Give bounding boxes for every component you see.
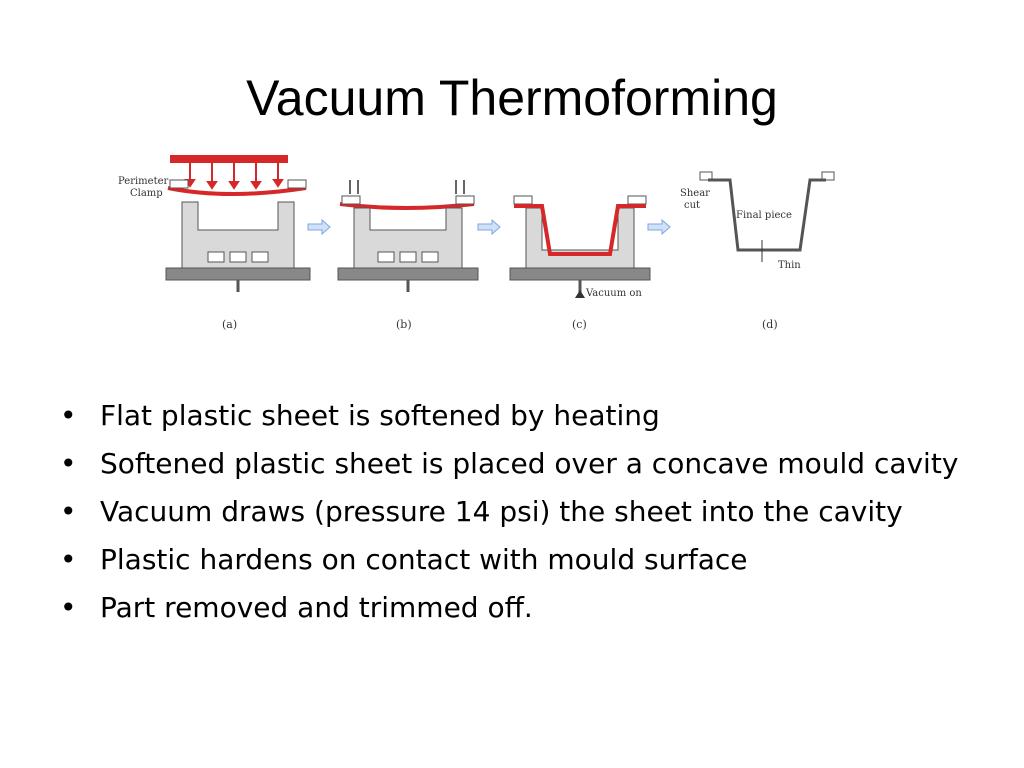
label-perimeter: Perimeter — [118, 176, 169, 187]
plastic-sheet-formed — [514, 204, 646, 256]
panel-d: Shear cut Final piece Thin (d) — [680, 171, 835, 331]
panel-label-b: (b) — [396, 318, 412, 331]
final-piece-shape — [708, 178, 826, 252]
bullet-text: Plastic hardens on contact with mould su… — [100, 543, 748, 576]
bullet-text: Vacuum draws (pressure 14 psi) the sheet… — [100, 495, 903, 528]
bullet-text: Part removed and trimmed off. — [100, 591, 533, 624]
bullet-item: • Softened plastic sheet is placed over … — [60, 444, 960, 484]
plastic-sheet — [167, 186, 307, 196]
step-arrow-1 — [307, 218, 331, 236]
bullet-dot: • — [60, 591, 77, 624]
heat-arrows — [184, 163, 284, 190]
label-vacuum-on: Vacuum on — [585, 288, 642, 299]
bullet-item: • Part removed and trimmed off. — [60, 588, 960, 628]
panel-a: Perimeter Clamp (a) — [118, 155, 311, 331]
diagram-svg: Perimeter Clamp (a) (b) — [118, 155, 835, 331]
bullet-dot: • — [60, 495, 77, 528]
heater-bar — [170, 155, 288, 163]
bullet-text: Softened plastic sheet is placed over a … — [100, 447, 959, 480]
clamp-left — [169, 179, 189, 189]
clamp-right — [287, 179, 307, 189]
bullet-item: • Flat plastic sheet is softened by heat… — [60, 396, 960, 436]
panel-label-c: (c) — [572, 318, 587, 331]
label-cut: cut — [684, 200, 700, 211]
label-final-piece: Final piece — [736, 210, 792, 221]
bullet-item: • Vacuum draws (pressure 14 psi) the she… — [60, 492, 960, 532]
plastic-sheet-b — [339, 202, 475, 210]
panel-b: (b) — [337, 180, 479, 331]
label-clamp: Clamp — [130, 188, 163, 199]
bullet-dot: • — [60, 543, 77, 576]
thermoforming-diagram: Perimeter Clamp (a) (b) — [110, 150, 850, 340]
panel-c: Vacuum on (c) — [509, 195, 651, 331]
label-thin: Thin — [778, 260, 801, 271]
bullet-dot: • — [60, 447, 77, 480]
bullet-text: Flat plastic sheet is softened by heatin… — [100, 399, 660, 432]
bullet-list: • Flat plastic sheet is softened by heat… — [60, 396, 960, 636]
panel-label-a: (a) — [222, 318, 237, 331]
bullet-dot: • — [60, 399, 77, 432]
slide-title: Vacuum Thermoforming — [246, 70, 778, 126]
panel-label-d: (d) — [762, 318, 778, 331]
bullet-item: • Plastic hardens on contact with mould … — [60, 540, 960, 580]
step-arrow-3 — [647, 218, 671, 236]
label-shear: Shear — [680, 188, 710, 199]
clamp-arrows-b — [349, 180, 465, 194]
step-arrow-2 — [477, 218, 501, 236]
